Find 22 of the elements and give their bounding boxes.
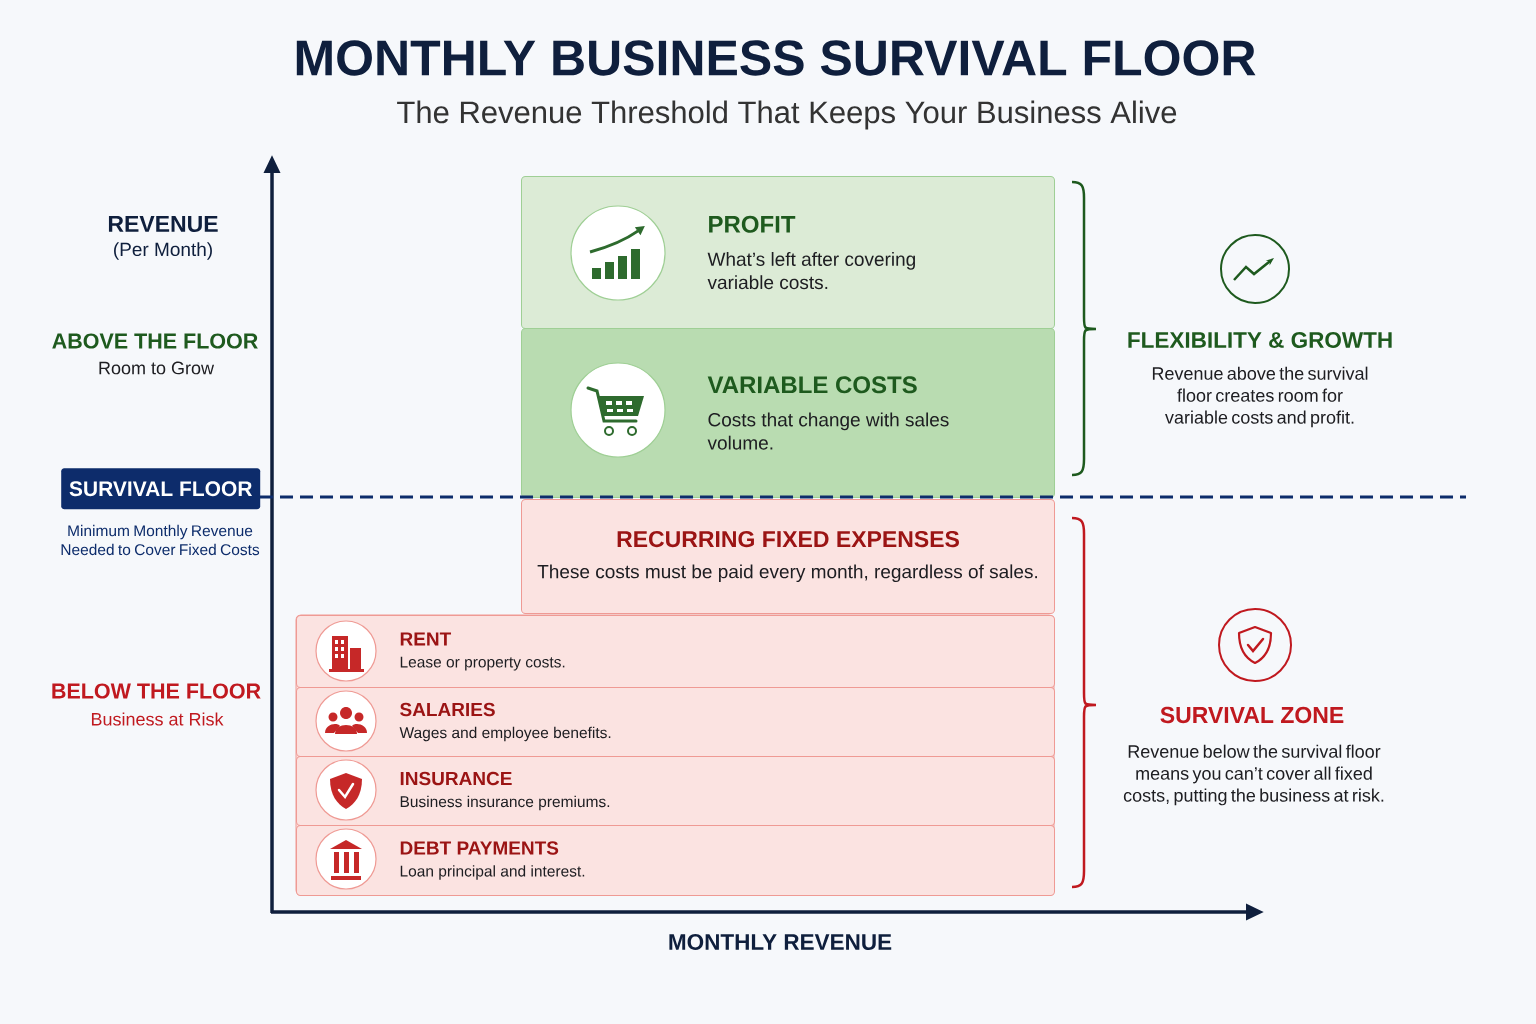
axis-subtitle: (Per Month) — [114, 242, 212, 260]
zone-heading: SURVIVAL ZONE — [1160, 706, 1344, 724]
badge-caption: Minimum Monthly Revenue Needed to Cover Fixed Costs — [61, 524, 260, 556]
expense-row: SALARIES Wages and employee benefits. — [296, 687, 1055, 757]
zone-subheading: Room to Grow — [99, 361, 215, 375]
zone-heading: FLEXIBILITY & GROWTH — [1128, 332, 1392, 348]
axis-title: REVENUE — [108, 215, 218, 232]
profit-box: PROFIT What’s left after covering variable costs. — [521, 176, 1055, 329]
expense-row: INSURANCE Business insurance premiums. — [296, 756, 1055, 826]
expense-row: DEBT PAYMENTS Loan principal and interest. — [296, 825, 1055, 896]
axis-title: MONTHLY REVENUE — [669, 934, 892, 950]
variable-costs-box: VARIABLE COSTS Costs that change with sales volume. — [521, 328, 1055, 498]
title: MONTHLY BUSINESS SURVIVAL FLOOR — [296, 40, 1256, 76]
zone-heading: ABOVE THE FLOOR — [52, 333, 258, 349]
zone-subheading: Business at Risk — [91, 712, 224, 726]
zone-heading: BELOW THE FLOOR — [52, 683, 261, 699]
fixed-expenses-box: RECURRING FIXED EXPENSES These costs must be paid every month, regardless of sales. — [521, 499, 1055, 614]
expense-row: RENT Lease or property costs. — [296, 615, 1055, 688]
subtitle: The Revenue Threshold That Keeps Your Business Alive — [397, 100, 1177, 130]
zone-description: Revenue below the survival floor means you can’t cover all fixed costs, putting the business at risk. — [1123, 744, 1384, 806]
floor-badge: SURVIVAL FLOOR — [61, 468, 261, 510]
zone-description: Revenue above the survival floor creates room for variable costs and profit. — [1152, 366, 1368, 428]
